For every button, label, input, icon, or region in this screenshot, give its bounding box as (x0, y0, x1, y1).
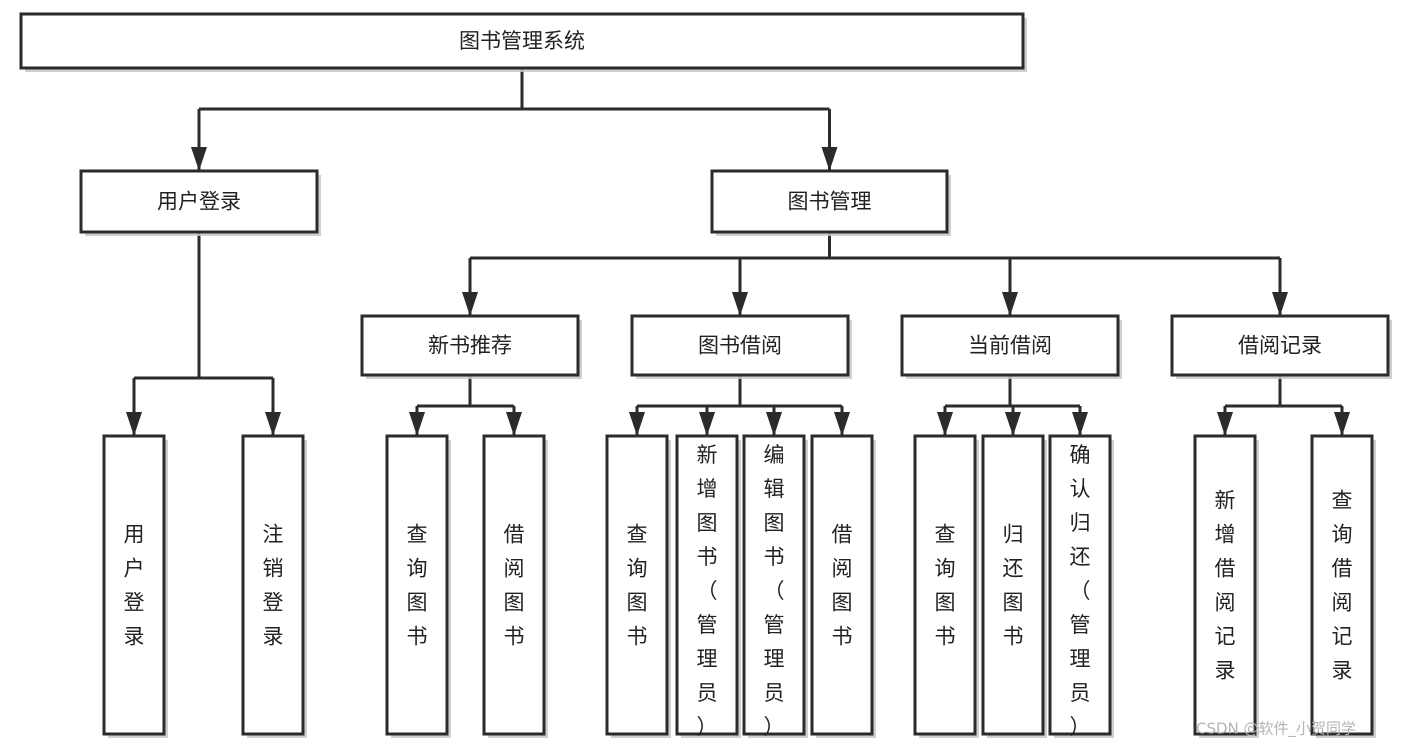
node-leaf-add-borrow-record[interactable]: 新增借阅记录 (1193, 434, 1259, 738)
node-rect[interactable] (102, 434, 166, 736)
node-label: 当前借阅 (968, 334, 1052, 358)
arrow-head-icon (834, 412, 850, 436)
node-book-borrow[interactable]: 图书借阅 (630, 314, 852, 379)
connector-layer (126, 68, 1350, 436)
node-new-book-recommend[interactable]: 新书推荐 (360, 314, 582, 379)
arrow-head-icon (191, 147, 207, 171)
node-leaf-user-login[interactable]: 用户登录 (102, 434, 168, 738)
node-root[interactable]: 图书管理系统 (19, 12, 1027, 72)
arrow-head-icon (1334, 412, 1350, 436)
node-leaf-query-book-borrow[interactable]: 查询图书 (605, 434, 671, 738)
node-rect[interactable] (19, 12, 1025, 70)
node-rect[interactable] (79, 169, 319, 234)
arrow-head-icon (506, 412, 522, 436)
node-layer: 图书管理系统用户登录图书管理新书推荐图书借阅当前借阅借阅记录用户登录注销登录查询… (19, 12, 1392, 739)
node-rect[interactable] (913, 434, 977, 736)
node-leaf-borrow-book[interactable]: 借阅图书 (810, 434, 876, 738)
node-leaf-logout-login[interactable]: 注销登录 (241, 434, 307, 738)
arrow-head-icon (821, 147, 838, 171)
node-label: 用户登录 (124, 522, 145, 648)
node-rect[interactable] (900, 314, 1120, 377)
arrow-head-icon (1072, 412, 1088, 436)
arrow-head-icon (766, 412, 782, 436)
arrow-head-icon (1005, 412, 1021, 436)
node-label: 归还图书 (1003, 522, 1024, 648)
arrow-head-icon (732, 292, 748, 316)
node-label: 借阅图书 (832, 522, 853, 648)
arrow-head-icon (265, 412, 281, 436)
node-rect[interactable] (385, 434, 449, 736)
node-label: 注销登录 (263, 522, 284, 648)
watermark-layer: CSDN @软件_小贺同学 (1196, 720, 1356, 739)
arrow-head-icon (462, 292, 478, 316)
node-label: 图书管理系统 (459, 29, 585, 53)
node-leaf-query-borrow-record[interactable]: 查询借阅记录 (1310, 434, 1376, 738)
node-rect[interactable] (605, 434, 669, 736)
node-label: 确认归还（管理员） (1070, 443, 1091, 739)
node-leaf-confirm-return-admin[interactable]: 确认归还（管理员） (1048, 434, 1114, 739)
node-label: 查询图书 (935, 522, 956, 648)
arrow-head-icon (699, 412, 715, 436)
arrow-head-icon (629, 412, 645, 436)
arrow-head-icon (1002, 292, 1018, 316)
node-book-manage[interactable]: 图书管理 (710, 169, 951, 236)
arrow-head-icon (126, 412, 142, 436)
node-label: 图书借阅 (698, 334, 782, 358)
node-rect[interactable] (630, 314, 850, 377)
node-leaf-edit-book-admin[interactable]: 编辑图书（管理员） (742, 434, 808, 739)
node-rect[interactable] (482, 434, 546, 736)
node-rect[interactable] (675, 434, 739, 736)
node-rect[interactable] (241, 434, 305, 736)
arrow-head-icon (1272, 292, 1288, 316)
node-label: 图书管理 (788, 190, 872, 214)
node-rect[interactable] (981, 434, 1045, 736)
arrow-head-icon (409, 412, 425, 436)
node-label: 编辑图书（管理员） (764, 443, 785, 739)
node-label: 用户登录 (157, 190, 241, 214)
node-leaf-query-book-current[interactable]: 查询图书 (913, 434, 979, 738)
node-user-login[interactable]: 用户登录 (79, 169, 321, 236)
node-rect[interactable] (1310, 434, 1374, 736)
node-leaf-borrow-book-recommend[interactable]: 借阅图书 (482, 434, 548, 738)
csdn-watermark: CSDN @软件_小贺同学 (1196, 720, 1356, 739)
arrow-head-icon (937, 412, 953, 436)
node-leaf-add-book-admin[interactable]: 新增图书（管理员） (675, 434, 741, 739)
node-leaf-return-book[interactable]: 归还图书 (981, 434, 1047, 738)
node-rect[interactable] (1048, 434, 1112, 736)
node-borrow-record[interactable]: 借阅记录 (1170, 314, 1392, 379)
node-current-borrow[interactable]: 当前借阅 (900, 314, 1122, 379)
node-rect[interactable] (1170, 314, 1390, 377)
node-label: 新增图书（管理员） (697, 443, 718, 739)
node-label: 借阅图书 (504, 522, 525, 648)
node-label: 借阅记录 (1238, 334, 1322, 358)
node-label: 查询图书 (407, 522, 428, 648)
node-rect[interactable] (810, 434, 874, 736)
node-rect[interactable] (1193, 434, 1257, 736)
arrow-head-icon (1217, 412, 1233, 436)
node-rect[interactable] (360, 314, 580, 377)
node-leaf-query-book-recommend[interactable]: 查询图书 (385, 434, 451, 738)
node-label: 查询借阅记录 (1332, 488, 1353, 682)
node-label: 新增借阅记录 (1215, 488, 1236, 682)
node-rect[interactable] (742, 434, 806, 736)
node-rect[interactable] (710, 169, 949, 234)
node-label: 查询图书 (627, 522, 648, 648)
node-label: 新书推荐 (428, 334, 512, 358)
